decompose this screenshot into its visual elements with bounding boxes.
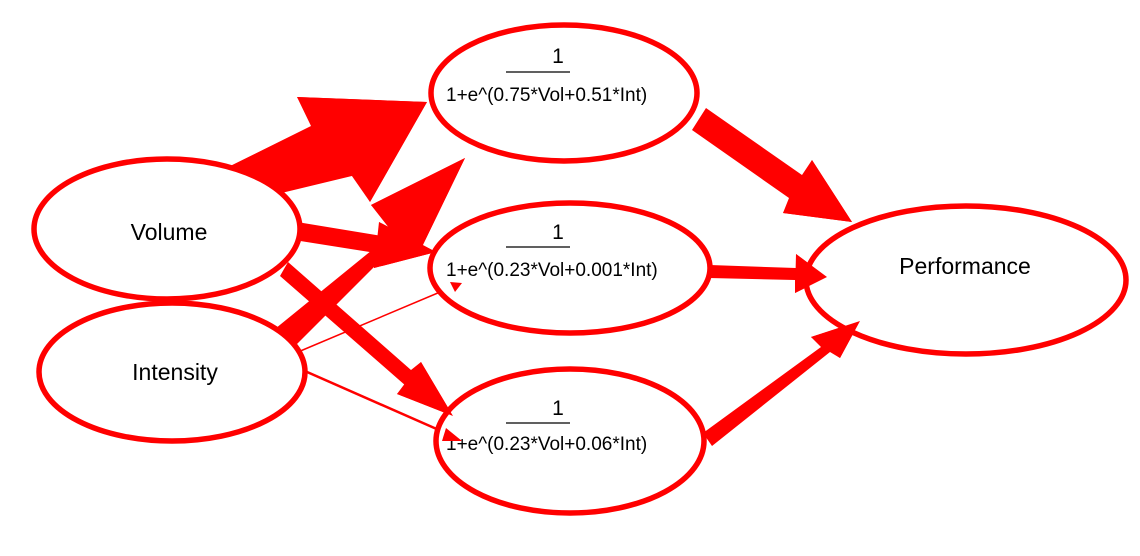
edge-hidden3-to-performance — [703, 321, 860, 446]
node-performance: Performance — [803, 203, 1129, 357]
arrow-intensity-hidden2-head-overlay — [450, 282, 462, 292]
node-hidden1-denominator: 1+e^(0.75*Vol+0.51*Int) — [446, 85, 647, 106]
node-volume: Volume — [31, 156, 303, 302]
arrow-intensity-hidden1-head-overlay — [371, 158, 465, 253]
arrow-volume-hidden3-head-overlay — [397, 362, 453, 416]
arrow-hidden3-performance-head-overlay — [811, 321, 860, 358]
node-hidden3-numerator: 1 — [552, 397, 564, 420]
arrow-intensity-hidden3-shaft — [297, 366, 449, 436]
node-volume-label: Volume — [131, 219, 208, 245]
node-intensity-ellipse — [36, 300, 308, 444]
node-hidden3-denominator: 1+e^(0.23*Vol+0.06*Int) — [446, 434, 647, 455]
node-hidden1-ellipse — [428, 22, 700, 164]
node-volume-ellipse — [31, 156, 303, 302]
node-hidden2-denominator: 1+e^(0.23*Vol+0.001*Int) — [446, 260, 658, 281]
arrow-hidden2-performance-head-overlay — [795, 254, 827, 293]
node-hidden2: 1 1+e^(0.23*Vol+0.001*Int) — [427, 200, 713, 336]
arrow-hidden1-performance-head-overlay — [783, 160, 852, 222]
arrow-volume-hidden2-head-overlay — [374, 222, 436, 268]
arrow-hidden3-performance — [703, 321, 860, 446]
node-performance-label: Performance — [899, 253, 1031, 279]
node-hidden2-numerator: 1 — [552, 221, 564, 244]
arrow-intensity-hidden2-shaft — [297, 286, 453, 353]
node-intensity-label: Intensity — [132, 359, 218, 385]
arrow-volume-hidden1-head-overlay — [297, 97, 427, 202]
arrow-intensity-hidden3-head-overlay — [442, 428, 462, 441]
node-hidden1: 1 1+e^(0.75*Vol+0.51*Int) — [428, 22, 700, 164]
node-hidden2-ellipse — [427, 200, 713, 336]
node-hidden3-ellipse — [433, 366, 707, 516]
node-intensity: Intensity — [36, 300, 308, 444]
node-hidden3: 1 1+e^(0.23*Vol+0.06*Int) — [433, 366, 707, 516]
node-hidden1-numerator: 1 — [552, 45, 564, 68]
